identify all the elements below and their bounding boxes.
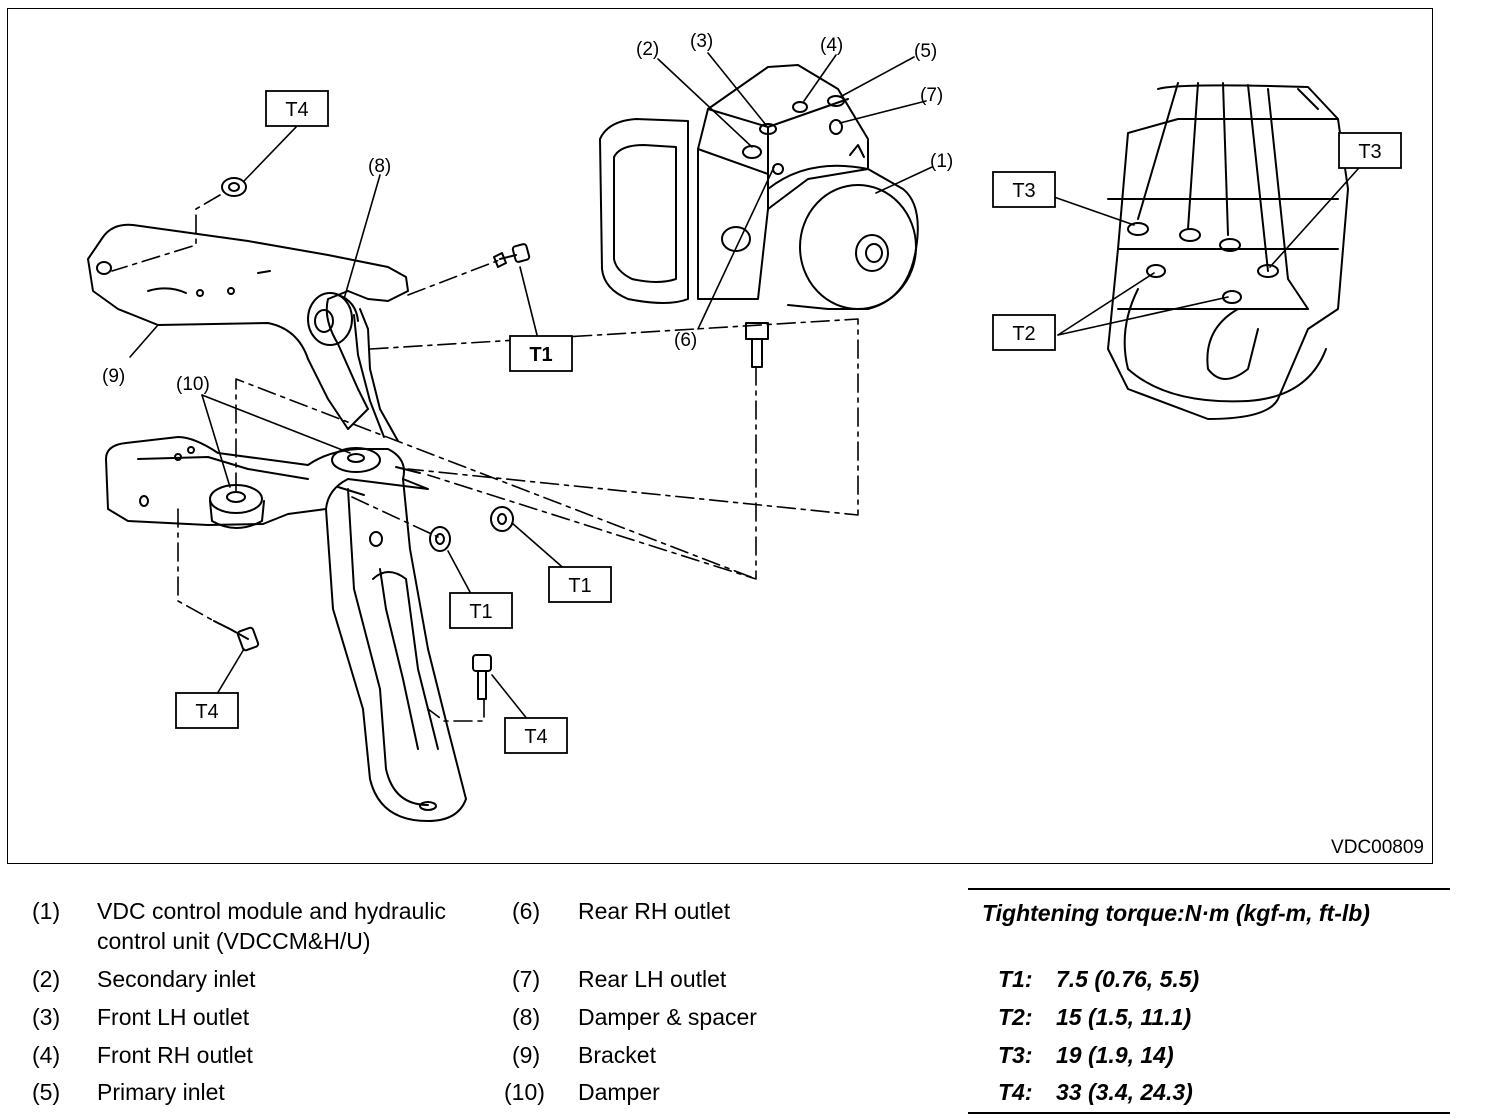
torque-value: 15 (1.5, 11.1) (1056, 1004, 1192, 1030)
torque-key: T2: (998, 1004, 1033, 1030)
torque-box-t4-left: T4 (175, 692, 239, 729)
torque-key: T3: (998, 1042, 1033, 1068)
legend-number: (10) (504, 1079, 545, 1105)
callout-2: (2) (636, 39, 659, 60)
diagram-drawing: T4 T1 T1 T1 T4 T4 (87, 31, 1402, 822)
inset-unit (1107, 82, 1349, 420)
svg-text:T1: T1 (529, 344, 552, 366)
svg-text:T3: T3 (1358, 141, 1381, 163)
torque-box-t3-left: T3 (992, 171, 1056, 208)
bolt-upper-right (493, 243, 531, 268)
alignment-lines (111, 194, 859, 722)
legend-number: (4) (32, 1042, 61, 1068)
torque-value: 19 (1.9, 14) (1056, 1042, 1174, 1068)
callout-3: (3) (690, 31, 713, 52)
torque-value: 33 (3.4, 24.3) (1056, 1079, 1193, 1105)
torque-box-t1-lower: T1 (449, 592, 513, 629)
torque-box-t4-top: T4 (265, 90, 329, 127)
legend-number: (2) (32, 966, 61, 992)
torque-box-t1-right: T1 (548, 566, 612, 603)
torque-table-title: Tightening torque:N·m (kgf-m, ft-lb) (982, 900, 1370, 926)
torque-box-t3-right: T3 (1338, 132, 1402, 169)
damper-lower (209, 447, 381, 529)
torque-box-t2: T2 (992, 314, 1056, 351)
callout-9: (9) (102, 366, 125, 387)
torque-row-t2: T2: 15 (1.5, 11.1) (998, 1004, 1191, 1031)
legend-text: Primary inlet (97, 1079, 225, 1105)
svg-text:T1: T1 (469, 601, 492, 623)
torque-key: T1: (998, 966, 1033, 992)
svg-text:T4: T4 (524, 726, 547, 748)
callout-numbers: (1) (2) (3) (4) (5) (6) (7) (8) (9) (10) (102, 31, 953, 395)
legend-number: (1) (32, 898, 61, 924)
stud-nuts (337, 466, 514, 552)
callout-10: (10) (176, 374, 210, 395)
legend-text: Front LH outlet (97, 1004, 250, 1030)
svg-text:T4: T4 (285, 99, 308, 121)
legend-text-line2: control unit (VDCCM&H/U) (97, 928, 371, 954)
legend-text: VDC control module and hydraulic (97, 898, 447, 924)
figure-code: VDC00809 (1331, 837, 1424, 858)
svg-text:T2: T2 (1012, 323, 1035, 345)
bolt-bottom-left (213, 620, 260, 652)
callout-8: (8) (368, 156, 391, 177)
legend-number: (9) (512, 1042, 541, 1068)
hydraulic-unit (599, 64, 919, 368)
upper-bracket (87, 223, 409, 430)
nut-top-left (221, 177, 247, 197)
torque-table: Tightening torque:N·m (kgf-m, ft-lb) T1:… (968, 888, 1450, 1114)
legend-text: Secondary inlet (97, 966, 256, 992)
svg-text:T3: T3 (1012, 180, 1035, 202)
lower-bracket (105, 436, 467, 822)
exploded-diagram: T4 T1 T1 T1 T4 T4 (7, 8, 1433, 864)
legend-text: Damper (578, 1079, 660, 1105)
legend-text: Damper & spacer (578, 1004, 757, 1030)
legend-text: Rear LH outlet (578, 966, 727, 992)
torque-box-t1-upper: T1 (509, 335, 573, 372)
torque-box-t4-bottom: T4 (504, 717, 568, 754)
legend-number: (5) (32, 1079, 61, 1105)
legend-text: Front RH outlet (97, 1042, 253, 1068)
bolt-bottom-middle (472, 654, 492, 700)
torque-value: 7.5 (0.76, 5.5) (1056, 966, 1200, 992)
legend-number: (3) (32, 1004, 61, 1030)
callout-5: (5) (914, 41, 937, 62)
leader-lines (129, 52, 1359, 726)
callout-6: (6) (674, 330, 697, 351)
svg-text:T1: T1 (568, 575, 591, 597)
damper-spacer-upper (307, 292, 399, 442)
torque-key: T4: (998, 1079, 1033, 1105)
callout-4: (4) (820, 35, 843, 56)
torque-row-t1: T1: 7.5 (0.76, 5.5) (998, 966, 1199, 993)
callout-1: (1) (930, 151, 953, 172)
legend-text: Rear RH outlet (578, 898, 731, 924)
legend-number: (8) (512, 1004, 541, 1030)
torque-row-t4: T4: 33 (3.4, 24.3) (998, 1079, 1193, 1106)
legend-number: (6) (512, 898, 541, 924)
callout-7: (7) (920, 85, 943, 106)
svg-text:T4: T4 (195, 701, 218, 723)
torque-row-t3: T3: 19 (1.9, 14) (998, 1042, 1174, 1069)
legend-number: (7) (512, 966, 541, 992)
torque-boxes: T4 T1 T1 T1 T4 T4 (175, 90, 1402, 754)
legend-text: Bracket (578, 1042, 656, 1068)
